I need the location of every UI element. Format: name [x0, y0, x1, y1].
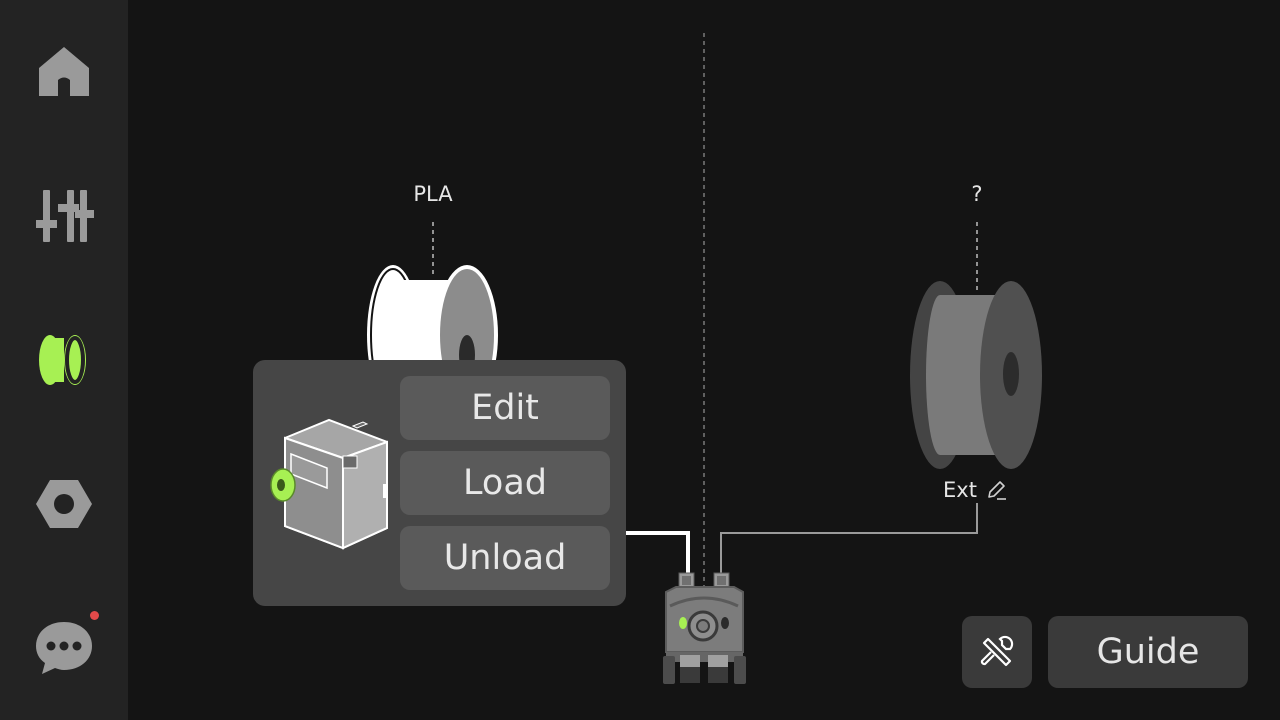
left-slot-material-label: PLA — [413, 182, 453, 206]
external-slot-label: Ext — [943, 478, 977, 502]
sidebar-item-home[interactable] — [14, 22, 114, 122]
load-button[interactable]: Load — [400, 451, 610, 515]
home-icon — [39, 47, 89, 96]
sidebar-item-controls[interactable] — [14, 166, 114, 266]
sliders-icon — [36, 190, 94, 242]
slot-action-popup: Edit Load Unload — [253, 360, 626, 606]
printer-illustration-icon — [270, 418, 388, 550]
sidebar-item-filament[interactable] — [14, 310, 114, 410]
tools-icon — [980, 635, 1014, 667]
toolhead-icon — [663, 572, 746, 684]
edit-button[interactable]: Edit — [400, 376, 610, 440]
external-slot-edit[interactable]: Ext — [943, 478, 1007, 502]
right-spool-icon — [910, 281, 1042, 469]
sidebar-item-messages[interactable] — [14, 598, 114, 698]
unload-button[interactable]: Unload — [400, 526, 610, 590]
pencil-icon — [988, 481, 1006, 500]
filament-icon — [39, 335, 86, 385]
left-filament-line — [622, 531, 690, 576]
chat-icon — [36, 622, 92, 674]
settings-hex-icon — [36, 480, 92, 528]
right-filament-line — [720, 503, 978, 576]
sidebar-item-settings[interactable] — [14, 454, 114, 554]
right-slot-material-label: ? — [971, 182, 983, 206]
sidebar — [0, 0, 128, 720]
tools-button[interactable] — [962, 616, 1032, 688]
guide-button[interactable]: Guide — [1048, 616, 1248, 688]
notification-badge — [90, 611, 99, 620]
